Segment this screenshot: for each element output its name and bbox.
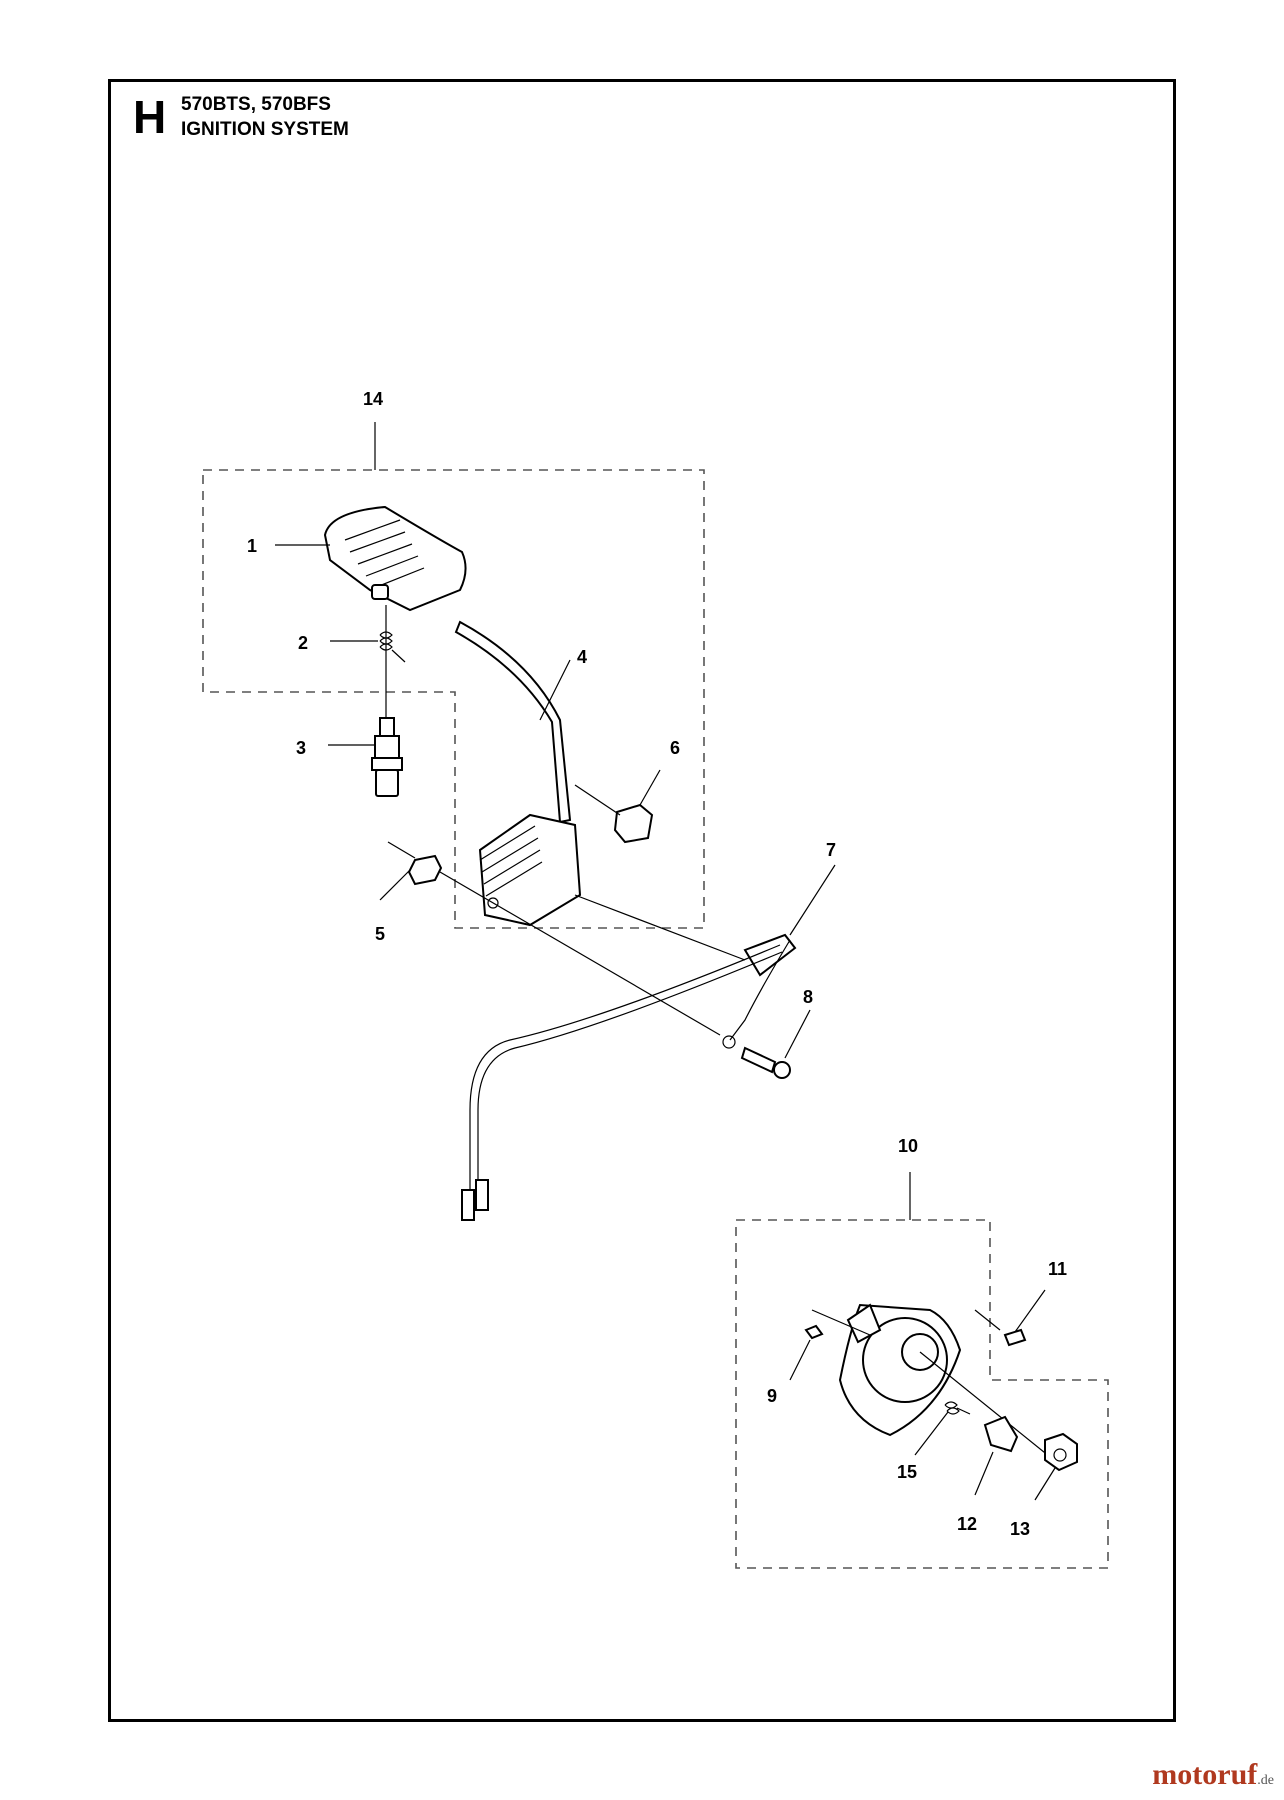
clamp-part	[613, 803, 654, 844]
woodruff-key-part	[804, 1324, 824, 1340]
section-letter: H	[133, 91, 167, 143]
group-box-10	[735, 1219, 1109, 1569]
callout-2: 2	[298, 633, 308, 653]
callout-14: 14	[363, 389, 383, 409]
watermark-brand: motoruf	[1152, 1758, 1258, 1791]
callout-6: 6	[670, 738, 680, 758]
key-part-11	[1003, 1328, 1027, 1347]
callout-11: 11	[1048, 1259, 1067, 1279]
callout-10: 10	[898, 1136, 918, 1156]
nut-part	[1044, 1432, 1078, 1472]
callout-1: 1	[247, 536, 257, 556]
callout-8: 8	[803, 987, 813, 1007]
spring-part	[379, 631, 406, 663]
model-names: 570BTS, 570BFS	[181, 94, 331, 115]
diagram-frame	[108, 79, 1176, 1722]
callout-15: 15	[897, 1462, 917, 1482]
watermark-logo: motoruf.de	[1152, 1758, 1274, 1792]
ignition-cap-part	[323, 505, 467, 612]
callout-4: 4	[577, 647, 587, 667]
callout-9: 9	[767, 1386, 777, 1406]
group-box-14	[202, 469, 705, 929]
pawl-spring-part	[944, 1401, 971, 1415]
page-title: IGNITION SYSTEM	[181, 119, 349, 140]
callout-13: 13	[1010, 1519, 1030, 1539]
ignition-module-part	[478, 813, 582, 927]
callout-5: 5	[375, 924, 385, 944]
spark-plug-part	[371, 717, 403, 797]
watermark-tld: .de	[1257, 1773, 1274, 1788]
ignition-lead-part	[454, 620, 572, 824]
pawl-part	[983, 1415, 1019, 1453]
screw-part	[740, 1046, 791, 1079]
callout-12: 12	[957, 1514, 977, 1534]
callout-7: 7	[826, 840, 836, 860]
callout-3: 3	[296, 738, 306, 758]
spacer-part	[407, 854, 443, 886]
stop-cable-part	[461, 933, 797, 1221]
